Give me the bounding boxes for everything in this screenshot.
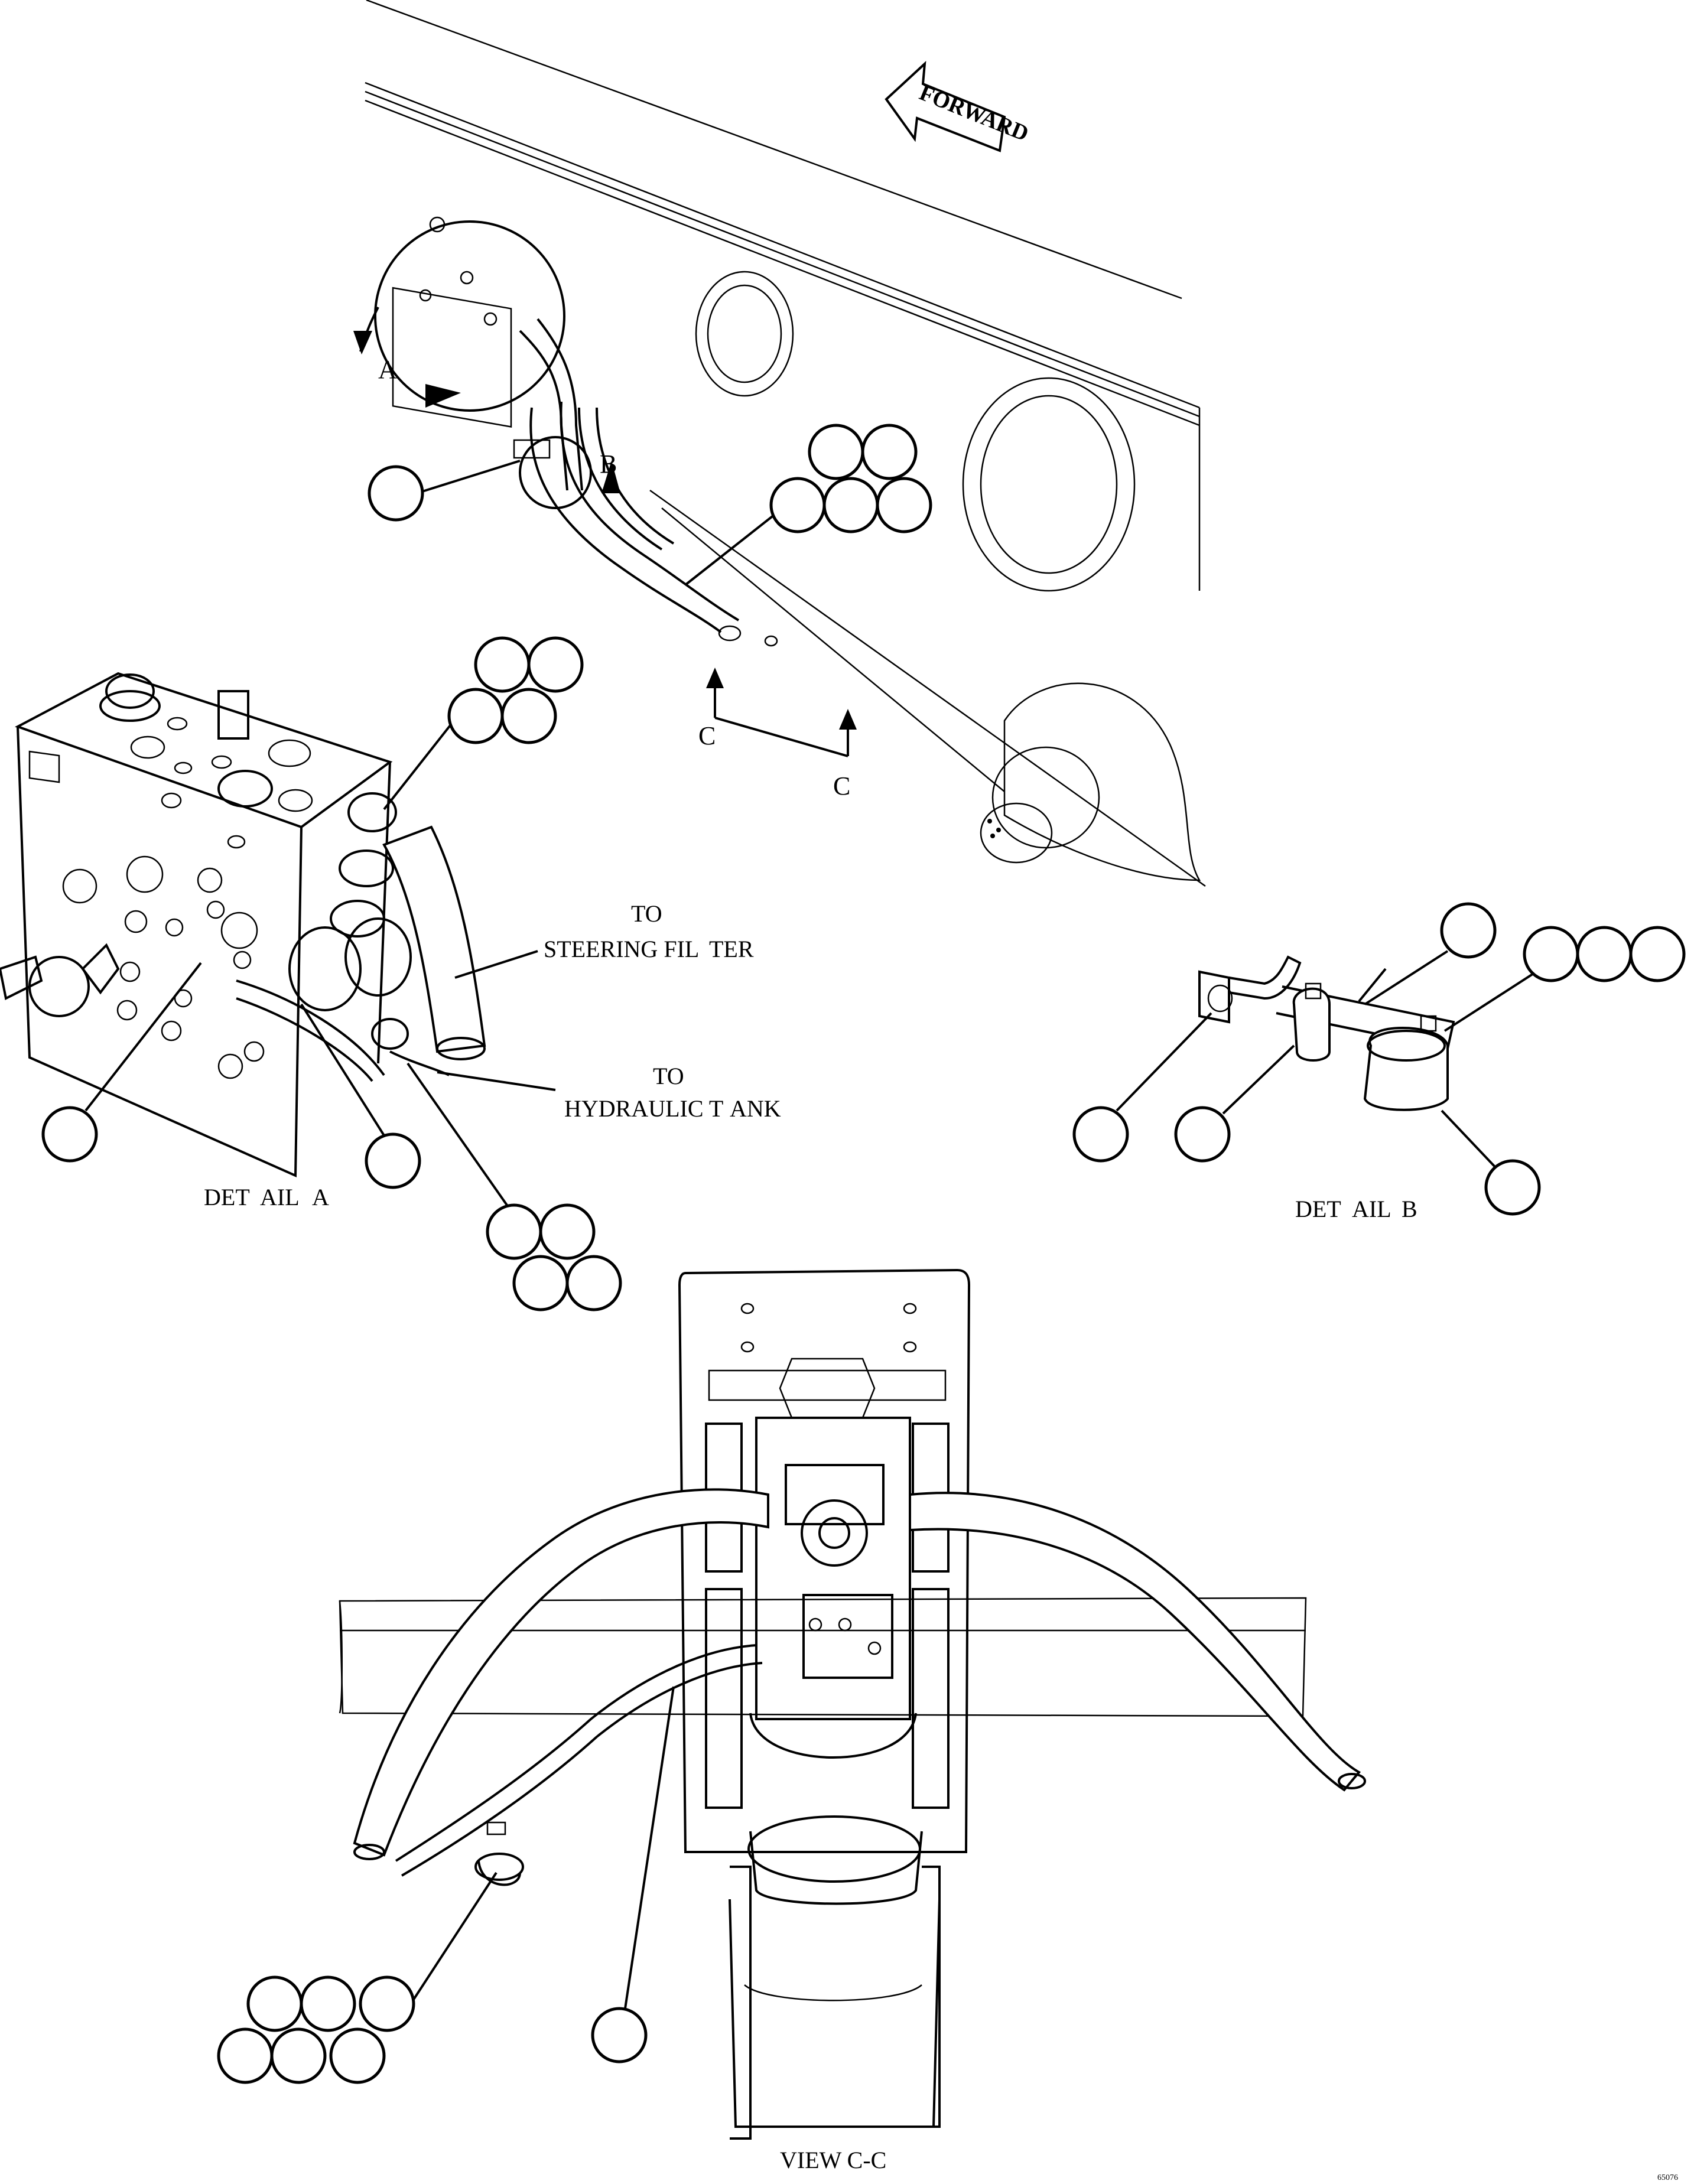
svg-text:DET: DET	[1295, 1196, 1341, 1222]
callout-cluster	[486, 1203, 622, 1311]
detail-a-arrowhead-1	[353, 331, 372, 354]
view-cc: VIEW C-C	[217, 1268, 1366, 2173]
svg-text:B: B	[1402, 1196, 1417, 1222]
leader-line	[1364, 950, 1449, 1005]
frame-hole-small	[695, 271, 794, 397]
callout-bubble	[368, 465, 424, 522]
note-to-tank-line2a: HYDRAULIC T	[564, 1095, 723, 1122]
section-marker-a: A	[378, 355, 397, 384]
callout-cluster	[769, 424, 932, 533]
section-marker-c-1: C	[698, 721, 716, 750]
caption-detail-a: DET AIL A	[204, 1184, 329, 1210]
leader-line	[1443, 971, 1537, 1032]
hose-bundle	[513, 401, 778, 647]
leader-line	[383, 711, 462, 811]
view-cc-hoses	[353, 1488, 1366, 1886]
detail-b-clamp-bracket: DET AIL B	[1072, 902, 1686, 1222]
leader-line	[1222, 1044, 1295, 1115]
forward-arrow-icon: FORWARD	[885, 61, 1032, 152]
note-to-filter-line2a: STEERING FIL	[544, 936, 699, 962]
leader-line	[1441, 1109, 1496, 1168]
frame-hole-large	[962, 377, 1136, 592]
callout-bubble	[365, 1132, 421, 1189]
callout-bubble	[1072, 1106, 1129, 1163]
leader-line	[454, 950, 538, 979]
mounting-plate	[678, 1268, 971, 1853]
leader-line	[416, 460, 521, 494]
steering-cylinder-mount	[980, 682, 1201, 881]
callout-bubble	[1174, 1106, 1231, 1163]
leader-line	[1116, 1012, 1212, 1112]
hydraulic-pump	[705, 1417, 950, 1905]
leader-line	[407, 1871, 498, 2010]
callout-cluster	[217, 1975, 415, 2084]
drawing-number: 65076	[1657, 2173, 1678, 2182]
callout-bubble	[1440, 902, 1497, 959]
svg-text:AIL: AIL	[1352, 1196, 1391, 1222]
valve-block-hoses	[236, 792, 486, 1082]
note-to-filter-line1: TO	[631, 900, 662, 927]
svg-text:A: A	[312, 1184, 329, 1210]
leader-line	[300, 1003, 388, 1141]
section-c-cut	[706, 668, 857, 757]
callout-bubble	[41, 1106, 98, 1163]
section-marker-c-2: C	[833, 772, 850, 800]
leader-line	[1358, 968, 1387, 1003]
leader-line	[84, 962, 202, 1112]
svg-text:DET: DET	[204, 1184, 250, 1210]
leader-line	[684, 507, 784, 586]
svg-text:AIL: AIL	[260, 1184, 300, 1210]
pump-drive-tube	[729, 1866, 941, 2140]
note-to-filter-line2b: TER	[709, 936, 754, 962]
leader-line	[437, 1071, 556, 1091]
caption-detail-b: DET AIL B	[1295, 1196, 1417, 1222]
callout-cluster	[1523, 926, 1686, 982]
caption-view-cc: VIEW C-C	[780, 2147, 886, 2173]
callout-cluster	[447, 636, 584, 744]
leader-line	[407, 1062, 512, 1212]
detail-a-valve-block: TO STEERING FIL TER TO HYDRAULIC T ANK D…	[0, 636, 781, 1311]
frame-rail	[365, 0, 1206, 887]
valve-block-fittings	[0, 673, 313, 1079]
callout-bubble	[1484, 1159, 1541, 1216]
callout-bubble	[591, 2007, 648, 2063]
note-to-tank-line2b: ANK	[730, 1095, 781, 1122]
note-to-tank-line1: TO	[653, 1063, 684, 1089]
leader-line	[624, 1686, 675, 2009]
frame-rail-view: FORWARD A B	[353, 0, 1206, 887]
detail-a-arrowhead-2	[425, 384, 461, 408]
detail-a-magnifier	[374, 216, 583, 491]
